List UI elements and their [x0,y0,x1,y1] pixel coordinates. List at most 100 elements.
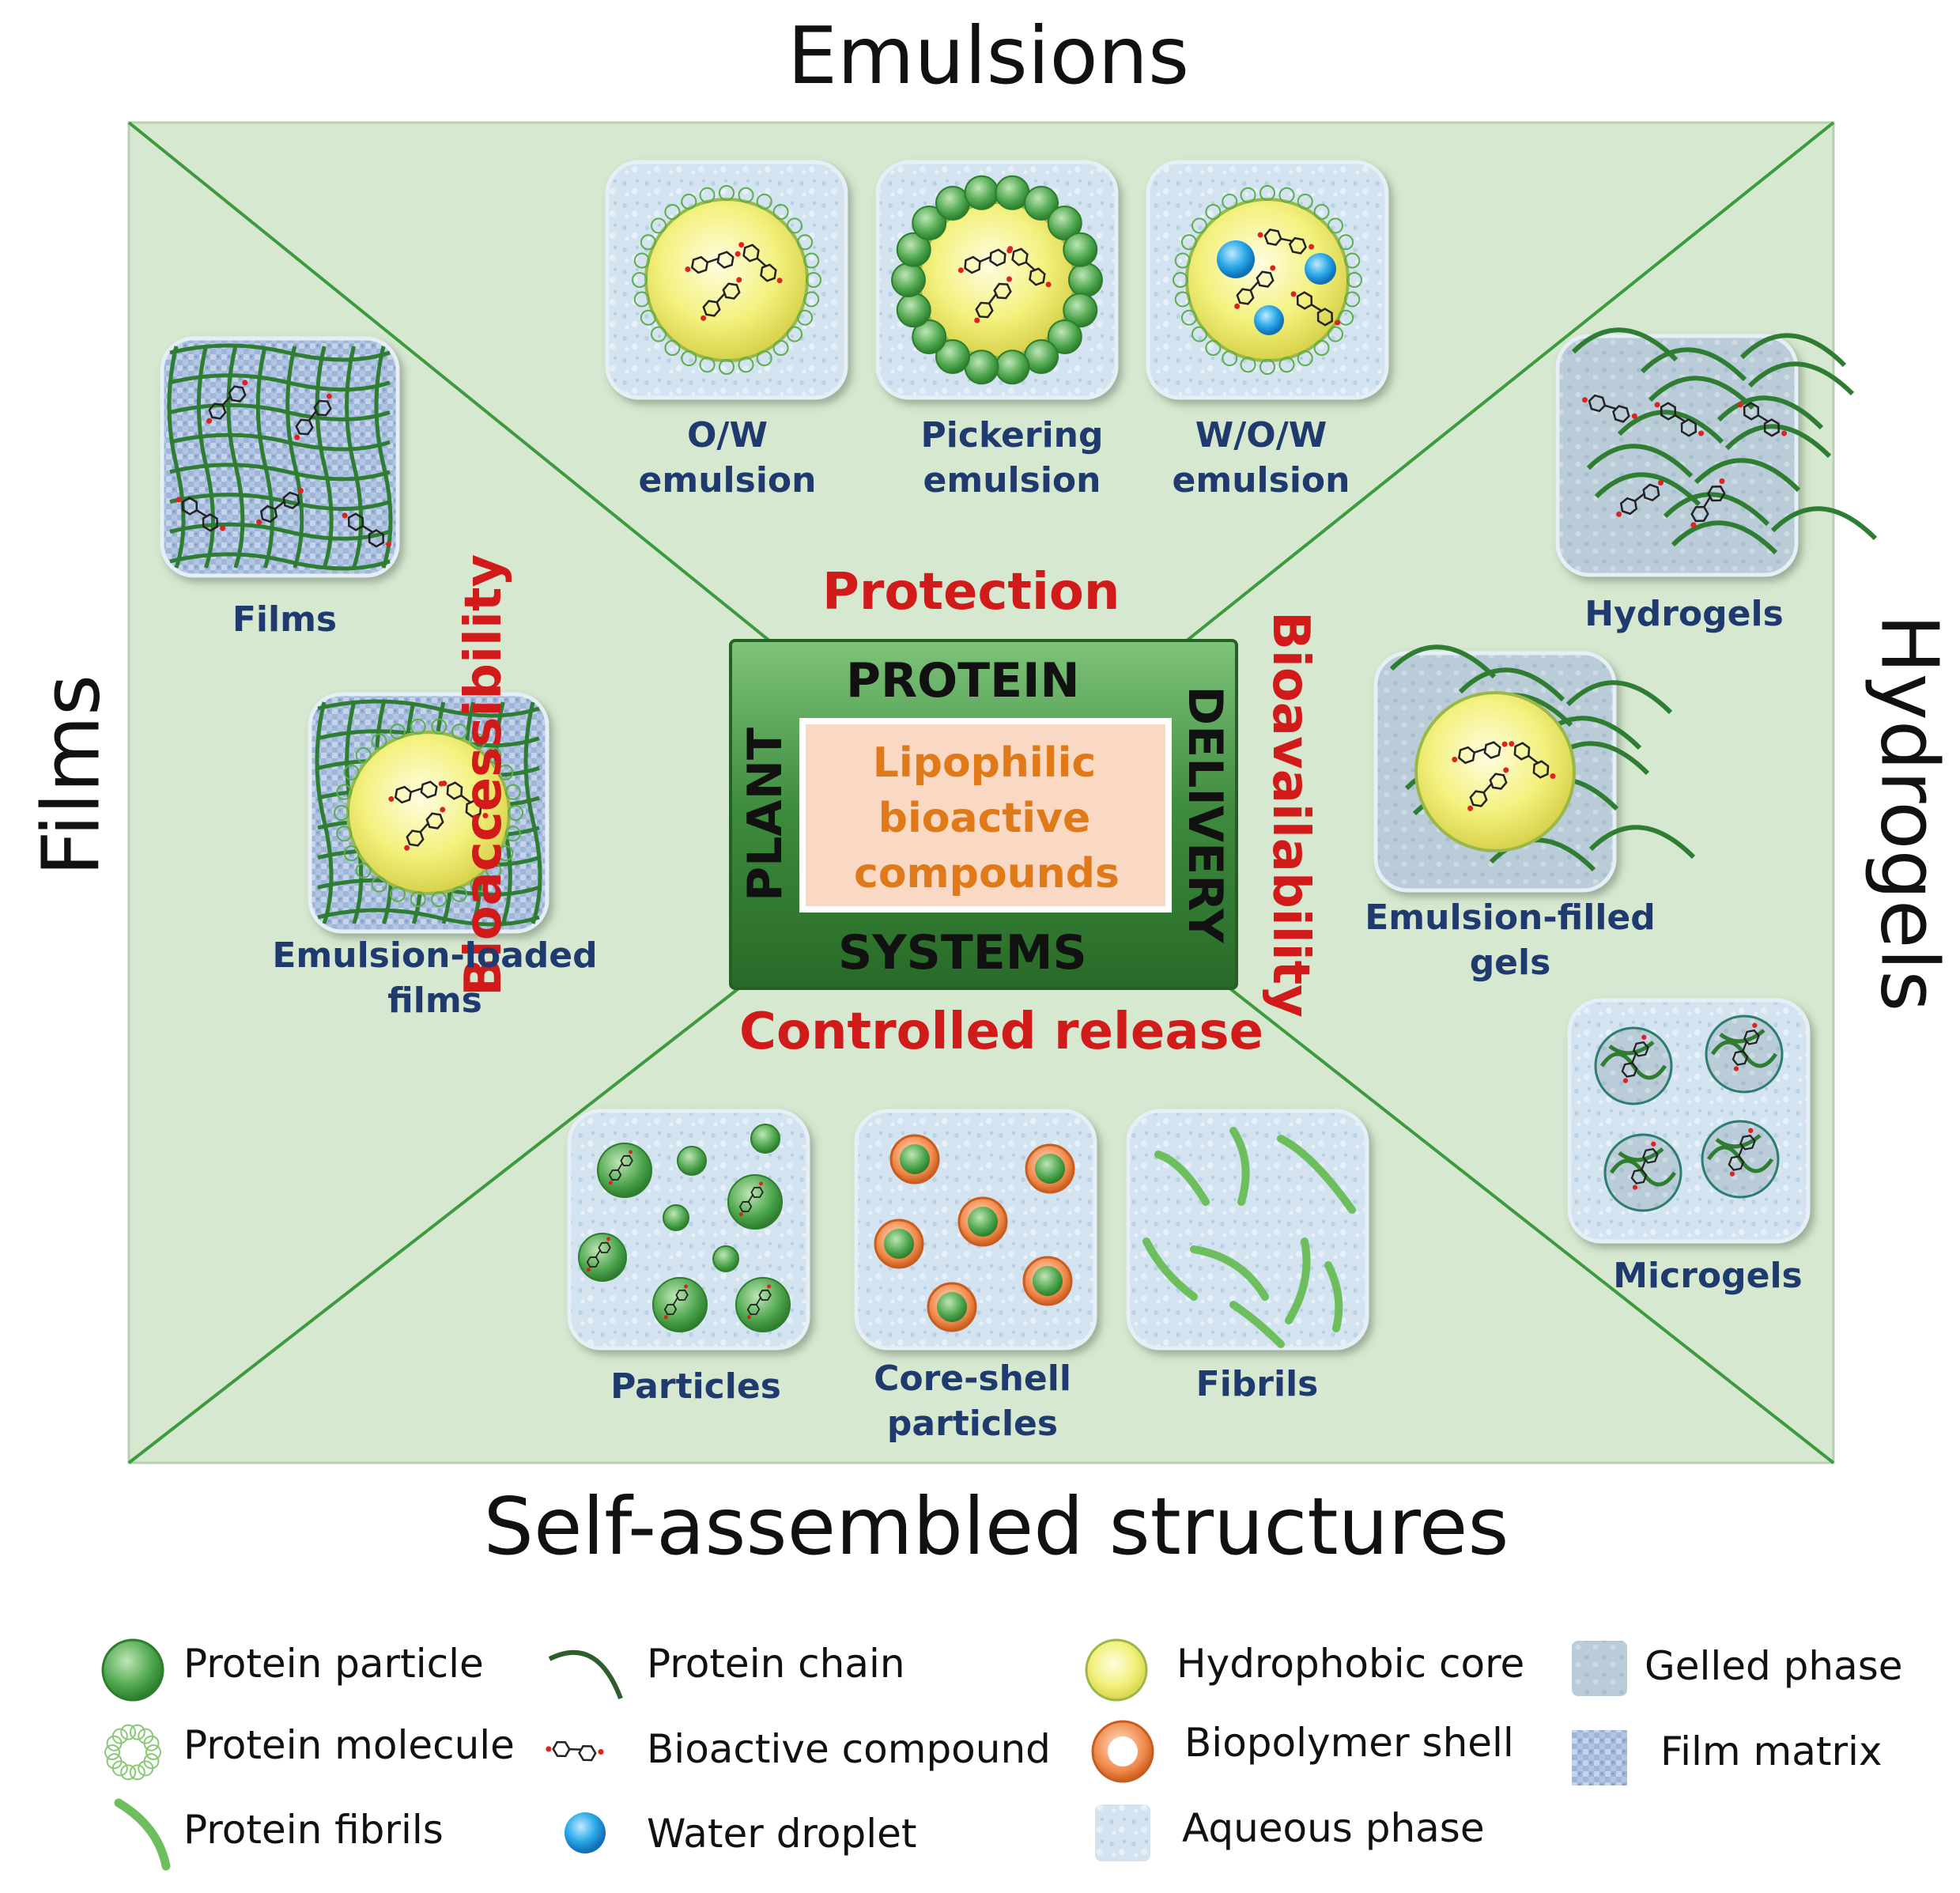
fibrils-label: Fibrils [1178,1362,1336,1407]
protein-chain-icon [548,1649,623,1700]
water-droplet-icon [565,1812,606,1853]
protein-particle-icon [677,1146,707,1176]
protein-particle-icon [964,175,999,210]
protein-particle-icon [884,1229,914,1259]
microgels-label: Microgels [1605,1253,1811,1298]
protein-fibrils-icon [114,1798,171,1871]
protein-particle-icon [101,1638,164,1702]
bioactive-compound-icon [1737,402,1788,437]
bioactive-compound-icon [206,380,248,424]
bioactive-compound-icon [1234,265,1276,309]
protein-particle-icon [727,1174,783,1230]
particles-label: Particles [601,1364,791,1409]
frame-delivery-label: DELIVERY [1177,686,1233,943]
label-line: Films [232,599,338,640]
label-line: emulsion [923,460,1101,501]
wow-emulsion-label: W/O/W emulsion [1166,413,1356,503]
protein-fibrils-icon [1154,1151,1210,1206]
bioactive-compound-icon [1007,246,1052,288]
protein-particle-icon [896,293,931,328]
protein-particle-icon [912,319,947,354]
hydrogels-heading: Hydrogels [1863,614,1956,1012]
core-shell-particles-label: Core-shell particles [862,1356,1083,1446]
emulsion-filled-gels-tile [1373,644,1696,893]
protein-particle-icon [1068,263,1103,297]
ow-emulsion-label: O/W emulsion [633,413,822,503]
bioactive-compound-icon [1732,1022,1760,1071]
aqueous-phase-icon [1095,1804,1150,1861]
bioactive-compound-icon [1257,229,1315,255]
bioactive-compound-icon [663,1284,689,1320]
bioactive-compound-icon [586,1237,611,1272]
hydrogels-tile [1555,327,1878,577]
emulsions-heading: Emulsions [787,9,1190,102]
bioactive-compound-icon [608,1150,633,1185]
microgel [1594,1026,1673,1105]
ow-emulsion-tile [605,160,848,400]
gelled-phase-icon [1572,1641,1627,1696]
bioactive-compound-icon [974,276,1012,323]
protein-particle-icon [937,1292,967,1322]
bioactive-compound-icon [701,277,742,321]
label-line: O/W [686,415,768,455]
protein-particle-icon [578,1233,627,1282]
core-shell-particles-tile [854,1109,1097,1351]
microgel [1705,1015,1784,1094]
particles-tile [567,1109,810,1351]
hydrophobic-core-icon [1414,691,1576,852]
protein-particle-icon [652,1277,708,1332]
legend-label: Bioactive compound [647,1726,1051,1772]
hydrophobic-core-icon [644,198,809,362]
bioactive-compound-icon [1467,767,1509,811]
protein-fibrils-icon [1229,1301,1285,1348]
protein-fibrils-icon [1229,1127,1250,1206]
emulsion-loaded-films-tile [308,692,549,934]
legend-label: Water droplet [647,1811,917,1857]
bioactive-compound-icon [1616,480,1664,517]
protein-particle-icon [1063,232,1098,267]
bioactive-compound-icon [746,1284,772,1320]
legend-label: Protein molecule [183,1722,515,1768]
label-line: Core-shell [874,1358,1071,1399]
bioactive-compound-icon [738,1181,764,1217]
films-tile [160,336,400,578]
label-line: Hydrogels [1584,594,1784,634]
pickering-emulsion-tile [875,160,1119,400]
fibrils-tile [1126,1109,1369,1351]
label-line: W/O/W [1195,415,1327,455]
center-core-box [799,718,1172,912]
water-droplet-icon [1217,240,1255,278]
label-line: Emulsion-loaded [272,935,598,976]
legend-label: Hydrophobic core [1176,1641,1525,1687]
water-droplet-icon [1305,253,1336,285]
core-line: Lipophilic [872,739,1097,787]
legend-label: Film matrix [1660,1729,1883,1774]
films-label: Films [206,597,364,642]
label-line: Particles [610,1366,781,1407]
protein-fibrils-icon [1190,1245,1269,1301]
protein-particle-icon [891,263,926,297]
bioactive-compound-icon [1630,1141,1659,1190]
frame-plant-label: PLANT [738,727,793,901]
protein-particle-icon [995,350,1030,385]
bioactive-compound-icon [685,251,741,274]
wow-emulsion-tile [1146,160,1389,400]
bioactive-compound-icon [441,780,489,818]
bioactive-compound-icon [1290,291,1341,327]
label-line: Microgels [1613,1256,1803,1296]
core-line: bioactive [878,795,1091,843]
legend-label: Gelled phase [1645,1643,1903,1689]
bioactive-compound-icon [1728,1128,1756,1177]
protein-particle-icon [1024,186,1059,221]
bioactive-compound-icon [1452,741,1508,765]
emulsion-filled-gels-label: Emulsion-filled gels [1344,895,1676,985]
protein-particle-icon [896,232,931,267]
self-assembled-heading: Self-assembled structures [483,1480,1509,1573]
protein-particle-icon [735,1277,791,1332]
core-text: Lipophilic bioactive compounds [854,735,1120,902]
tile-background [160,336,400,578]
frame-protein-label: PROTEIN [846,653,1080,708]
protein-fibrils-icon [1142,1237,1198,1301]
protein-fibrils-icon [1285,1237,1311,1324]
